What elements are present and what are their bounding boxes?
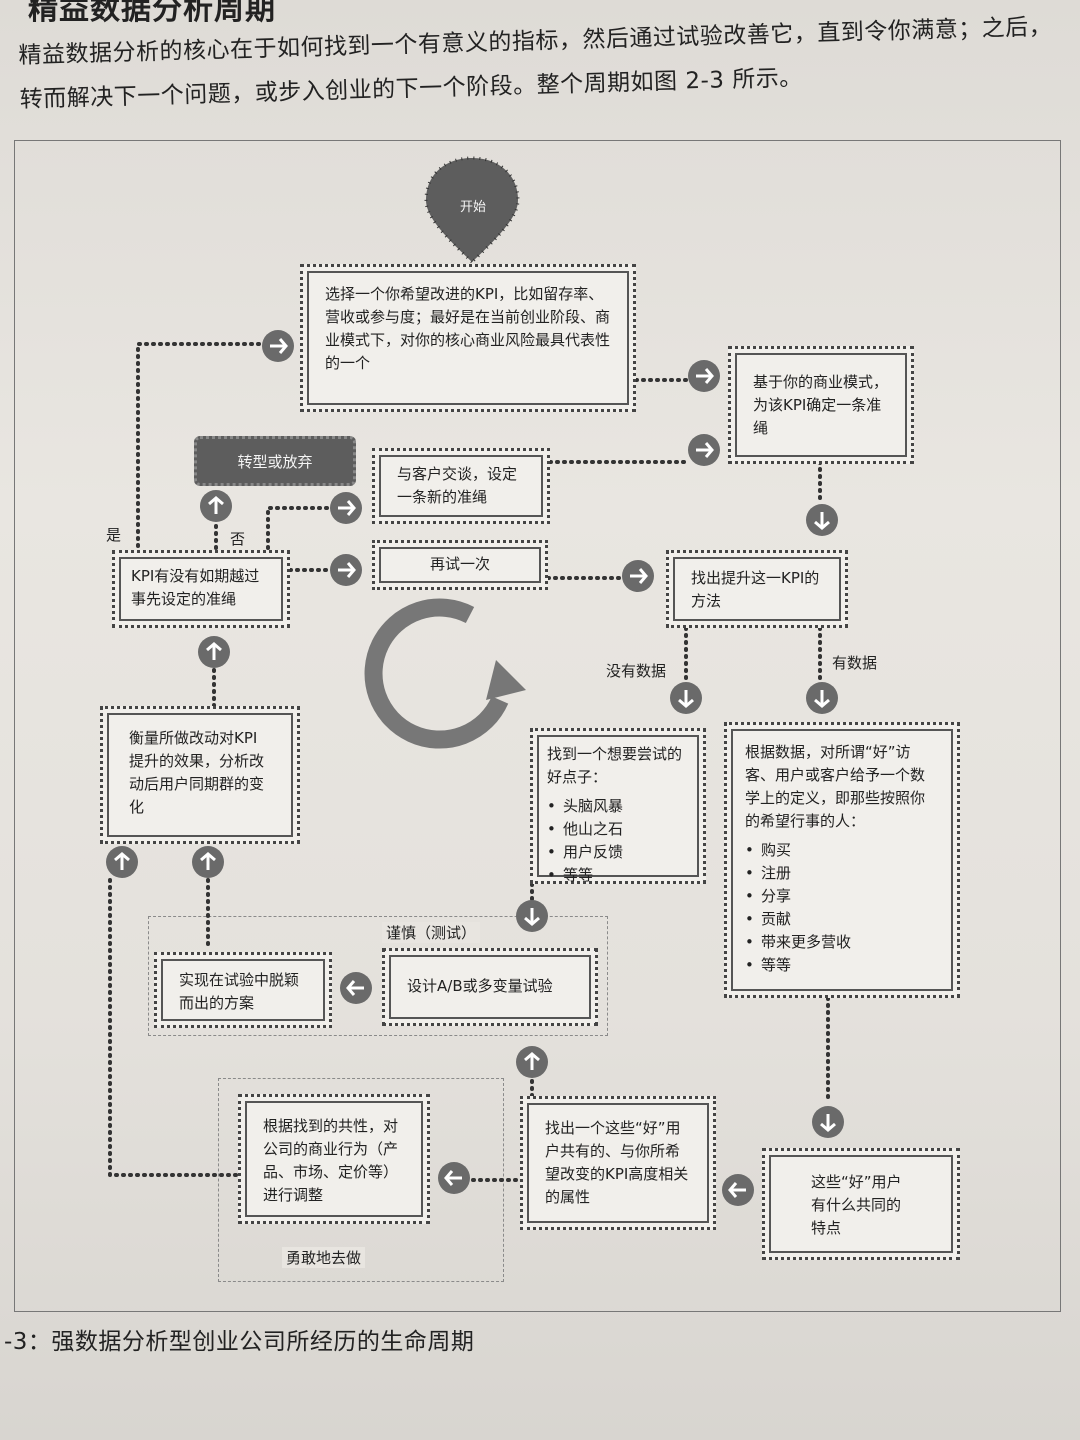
connector-no-talk <box>266 506 332 550</box>
arrow-left-icon <box>340 972 372 1004</box>
arrow-up-icon <box>516 1046 548 1078</box>
node-retry-text: 再试一次 <box>429 555 490 573</box>
node-adjust: 根据找到的共性，对公司的商业行为（产品、市场、定价等）进行调整 <box>238 1094 430 1224</box>
arrow-up-icon <box>198 636 230 668</box>
node-talk-text: 与客户交谈，设定一条新的准绳 <box>397 465 518 506</box>
node-attributes: 找出一个这些“好”用户共有的、与你所希望改变的KPI高度相关的属性 <box>520 1096 716 1230</box>
node-idea: 找到一个想要尝试的好点子： 头脑风暴 他山之石 用户反馈 等等 <box>530 728 706 887</box>
node-baseline: 基于你的商业模式，为该KPI确定一条准绳 <box>728 346 914 464</box>
node-check: KPI有没有如期越过事先设定的准绳 <box>112 550 290 628</box>
node-pivot-text: 转型或放弃 <box>237 452 313 471</box>
list-item: 分享 <box>745 885 939 908</box>
node-common-text: 这些“好”用户有什么共同的特点 <box>811 1173 902 1237</box>
node-baseline-text: 基于你的商业模式，为该KPI确定一条准绳 <box>753 373 889 437</box>
list-item: 等等 <box>547 864 689 887</box>
node-measure: 衡量所做改动对KPI提升的效果，分析改动后用户同期群的变化 <box>100 706 300 844</box>
list-item: 购买 <box>745 839 939 862</box>
list-item: 带来更多营收 <box>745 931 939 954</box>
arrow-right-icon <box>622 560 654 592</box>
start-label: 开始 <box>459 200 486 215</box>
node-idea-title: 找到一个想要尝试的好点子： <box>547 745 683 786</box>
arrow-left-icon <box>438 1162 470 1194</box>
arrow-down-icon <box>812 1106 844 1138</box>
arrow-down-icon <box>806 682 838 714</box>
label-no-data: 没有数据 <box>606 662 667 680</box>
arrow-down-icon <box>516 900 548 932</box>
cycle-arrow-icon <box>364 598 526 749</box>
arrow-up-icon <box>200 490 232 522</box>
list-item: 等等 <box>745 954 939 977</box>
list-item: 注册 <box>745 862 939 885</box>
arrow-up-icon <box>192 846 224 878</box>
node-design: 设计A/B或多变量试验 <box>382 948 598 1026</box>
list-item: 用户反馈 <box>547 841 689 864</box>
node-choose-kpi: 选择一个你希望改进的KPI，比如留存率、营收或参与度；最好是在当前创业阶段、商业… <box>300 264 636 412</box>
node-winner-text: 实现在试验中脱颖而出的方案 <box>179 971 300 1012</box>
label-has-data: 有数据 <box>832 654 878 672</box>
arrow-right-icon <box>688 434 720 466</box>
list-item: 头脑风暴 <box>547 795 689 818</box>
connector-adjust-measure <box>108 876 238 1177</box>
list-item: 他山之石 <box>547 818 689 841</box>
node-find-way-text: 找出提升这一KPI的方法 <box>691 569 820 610</box>
connector-yes-loop <box>136 342 264 562</box>
node-find-way: 找出提升这一KPI的方法 <box>666 550 848 628</box>
arrow-right-icon <box>262 330 294 362</box>
label-yes: 是 <box>106 526 122 544</box>
careful-zone <box>148 916 608 1036</box>
section-heading: 精益数据分析周期 <box>28 0 276 27</box>
node-retry: 再试一次 <box>372 540 548 590</box>
list-item: 贡献 <box>745 908 939 931</box>
careful-zone-label: 谨慎（测试） <box>382 922 481 943</box>
node-choose-kpi-text: 选择一个你希望改进的KPI，比如留存率、营收或参与度；最好是在当前创业阶段、商业… <box>325 285 611 372</box>
node-design-text: 设计A/B或多变量试验 <box>407 977 553 995</box>
node-pivot: 转型或放弃 <box>194 436 356 486</box>
figure-caption: -3：强数据分析型创业公司所经历的生命周期 <box>4 1329 475 1355</box>
arrow-down-icon <box>670 682 702 714</box>
node-adjust-text: 根据找到的共性，对公司的商业行为（产品、市场、定价等）进行调整 <box>263 1117 399 1204</box>
arrow-down-icon <box>806 504 838 536</box>
arrow-left-icon <box>722 1174 754 1206</box>
bold-zone-label: 勇敢地去做 <box>282 1247 366 1268</box>
node-data-title: 根据数据，对所谓“好”访客、用户或客户给予一个数学上的定义，即那些按照你的希望行… <box>745 743 926 830</box>
node-check-text: KPI有没有如期越过事先设定的准绳 <box>131 567 260 608</box>
node-data-definition: 根据数据，对所谓“好”访客、用户或客户给予一个数学上的定义，即那些按照你的希望行… <box>724 722 960 998</box>
start-marker <box>424 156 520 265</box>
node-measure-text: 衡量所做改动对KPI提升的效果，分析改动后用户同期群的变化 <box>129 729 265 816</box>
label-no: 否 <box>230 530 246 548</box>
arrow-icons <box>106 330 844 1206</box>
figure-frame <box>14 140 1061 1312</box>
data-list: 购买 注册 分享 贡献 带来更多营收 等等 <box>745 839 939 977</box>
arrow-right-icon <box>330 492 362 524</box>
node-attributes-text: 找出一个这些“好”用户共有的、与你所希望改变的KPI高度相关的属性 <box>545 1119 689 1206</box>
arrow-right-icon <box>688 360 720 392</box>
node-common: 这些“好”用户有什么共同的特点 <box>762 1148 960 1260</box>
arrow-up-icon <box>106 846 138 878</box>
arrow-right-icon <box>330 554 362 586</box>
node-talk: 与客户交谈，设定一条新的准绳 <box>372 448 550 524</box>
idea-list: 头脑风暴 他山之石 用户反馈 等等 <box>547 795 689 887</box>
node-winner: 实现在试验中脱颖而出的方案 <box>154 952 332 1028</box>
